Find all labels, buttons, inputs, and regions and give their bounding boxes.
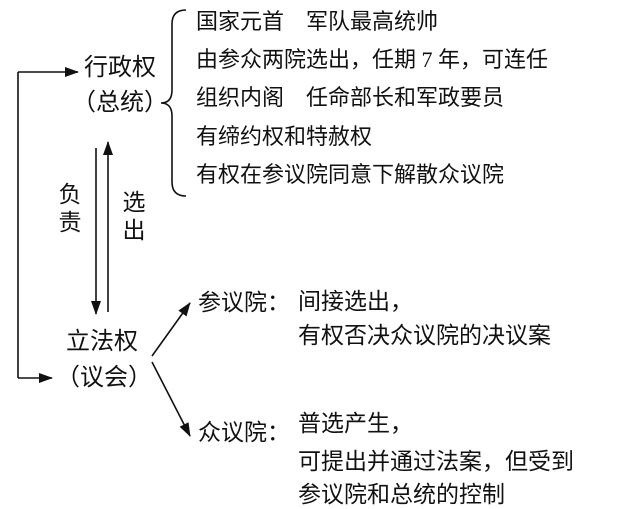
chamber-desc-line-2: 可提出并通过法案，但受到 — [298, 449, 574, 474]
executive-title: 行政权 — [84, 55, 156, 81]
responsible-label: 负责 — [55, 182, 80, 238]
senate-desc-line-1: 间接选出， — [298, 289, 413, 314]
executive-point-3: 组织内阁 任命部长和军政要员 — [196, 85, 505, 110]
chamber-desc-line-3: 参议院和总统的控制 — [298, 482, 505, 507]
legislative-title: 立法权 — [66, 329, 138, 355]
arrow-to-senate — [151, 302, 191, 357]
legislative-subtitle: （议会） — [56, 365, 152, 391]
chamber-desc-line-1: 普选产生， — [298, 411, 413, 436]
executive-brace — [160, 9, 187, 197]
executive-point-4: 有缔约权和特赦权 — [196, 124, 373, 149]
senate-desc-line-2: 有权否决众议院的决议案 — [298, 323, 551, 348]
executive-point-1: 国家元首 军队最高统帅 — [196, 9, 439, 34]
executive-subtitle: （总统） — [72, 90, 168, 116]
elects-label: 选出 — [119, 190, 144, 246]
chamber-label: 众议院： — [198, 420, 290, 445]
executive-point-2: 由参众两院选出，任期 7 年，可连任 — [196, 47, 549, 72]
executive-point-5: 有权在参议院同意下解散众议院 — [196, 162, 505, 187]
arrow-to-chamber — [151, 361, 191, 437]
senate-label: 参议院： — [198, 290, 290, 315]
